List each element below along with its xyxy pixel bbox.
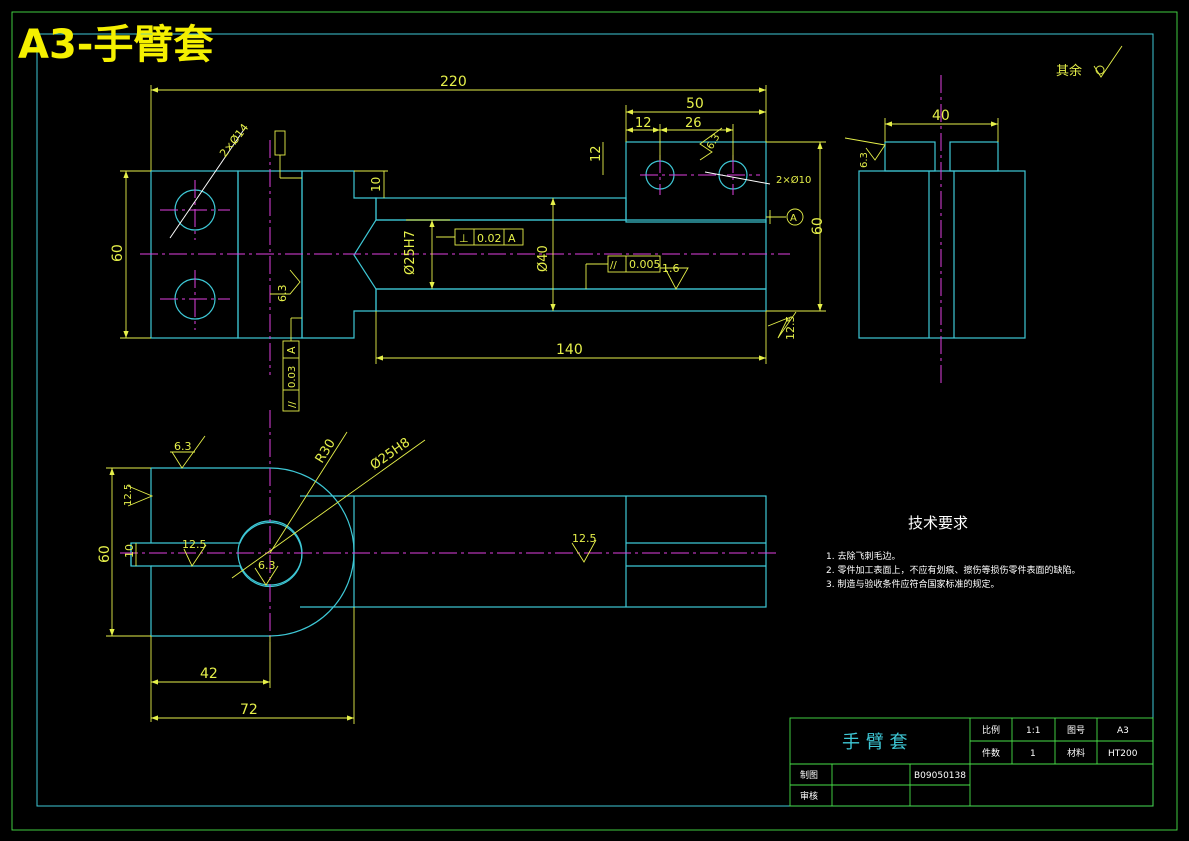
front-view (140, 140, 790, 375)
svg-text:40: 40 (932, 108, 950, 124)
side-view: 40 6.3 (844, 75, 1026, 385)
svg-text:10: 10 (369, 177, 383, 192)
svg-text:比例: 比例 (982, 724, 1000, 736)
svg-text:1.6: 1.6 (662, 262, 680, 275)
svg-text:60: 60 (97, 545, 113, 563)
svg-text:12.5: 12.5 (182, 538, 207, 551)
svg-text:1. 去除飞刺毛边。: 1. 去除飞刺毛边。 (826, 550, 900, 562)
svg-text:0.03: 0.03 (287, 366, 298, 388)
svg-text:1: 1 (1030, 749, 1036, 759)
svg-text:60: 60 (810, 217, 826, 235)
svg-text:6.3: 6.3 (174, 440, 192, 453)
svg-text:件数: 件数 (982, 747, 1000, 759)
svg-text:12.5: 12.5 (572, 532, 597, 545)
svg-text:12.5: 12.5 (123, 484, 134, 506)
svg-text:60: 60 (110, 244, 126, 262)
svg-text:6.3: 6.3 (859, 152, 870, 168)
roughness-top: 6.3 12.5 12.5 6.3 12.5 (123, 435, 597, 586)
svg-text:Ø25H8: Ø25H8 (368, 435, 413, 473)
svg-text:12: 12 (589, 145, 604, 162)
outer-border (11, 11, 1178, 831)
title-block: 手 臂 套 比例 1:1 图号 A3 件数 1 材料 HT200 制图 B090… (789, 717, 1154, 807)
svg-text:0.005: 0.005 (629, 258, 661, 271)
svg-text:1:1: 1:1 (1026, 726, 1040, 736)
svg-text:Ø40: Ø40 (536, 245, 551, 272)
svg-text:Ø25H7: Ø25H7 (403, 230, 418, 275)
svg-text:2×Ø14: 2×Ø14 (217, 121, 251, 160)
svg-text:图号: 图号 (1067, 725, 1085, 736)
svg-text:制图: 制图 (800, 769, 818, 781)
svg-text:材料: 材料 (1067, 747, 1085, 759)
svg-text:A: A (790, 213, 797, 224)
svg-text:其余: 其余 (1056, 63, 1082, 79)
svg-text:12.5: 12.5 (784, 316, 797, 341)
geometric-tolerances: ⊥ 0.02 A // 0.005 A 0.03 // A (274, 130, 804, 412)
svg-text:26: 26 (685, 116, 702, 131)
svg-text:220: 220 (440, 74, 467, 90)
sheet-title: A3-手臂套 (18, 22, 213, 68)
svg-text:10: 10 (123, 544, 136, 558)
svg-text:6.3: 6.3 (276, 285, 289, 303)
svg-text:72: 72 (240, 702, 258, 718)
svg-text:3. 制造与验收条件应符合国家标准的规定。: 3. 制造与验收条件应符合国家标准的规定。 (826, 578, 999, 590)
svg-text:0.02: 0.02 (477, 232, 502, 245)
svg-text:HT200: HT200 (1108, 749, 1138, 759)
svg-text:审核: 审核 (800, 790, 818, 802)
svg-text:技术要求: 技术要求 (908, 514, 968, 532)
svg-text:2. 零件加工表面上，不应有划痕、擦伤等损伤零件表面的缺陷。: 2. 零件加工表面上，不应有划痕、擦伤等损伤零件表面的缺陷。 (826, 564, 1080, 576)
svg-text://: // (287, 401, 298, 408)
part-name: 手 臂 套 (842, 732, 907, 753)
svg-text:42: 42 (200, 666, 218, 682)
svg-text:6.3: 6.3 (705, 132, 722, 151)
svg-text:A: A (508, 232, 516, 245)
svg-text:12: 12 (635, 116, 652, 131)
roughness-front: 6.3 6.3 1.6 12.5 (270, 127, 797, 341)
svg-text:⊥: ⊥ (459, 232, 469, 245)
svg-text:B09050138: B09050138 (914, 771, 966, 781)
inner-border (36, 33, 1154, 807)
front-dims: 220 50 12 26 12 10 60 60 140 2×Ø14 2×Ø10 (110, 74, 826, 364)
svg-text://: // (610, 260, 617, 271)
svg-text:A: A (285, 346, 298, 354)
svg-text:50: 50 (686, 96, 704, 112)
svg-text:A3: A3 (1117, 726, 1129, 736)
technical-requirements: 技术要求 1. 去除飞刺毛边。 2. 零件加工表面上，不应有划痕、擦伤等损伤零件… (826, 514, 1080, 590)
svg-text:140: 140 (556, 342, 583, 358)
svg-text:6.3: 6.3 (258, 559, 276, 572)
top-view (120, 410, 780, 660)
roughness-note: 其余 (1056, 45, 1123, 79)
svg-text:2×Ø10: 2×Ø10 (776, 174, 811, 186)
